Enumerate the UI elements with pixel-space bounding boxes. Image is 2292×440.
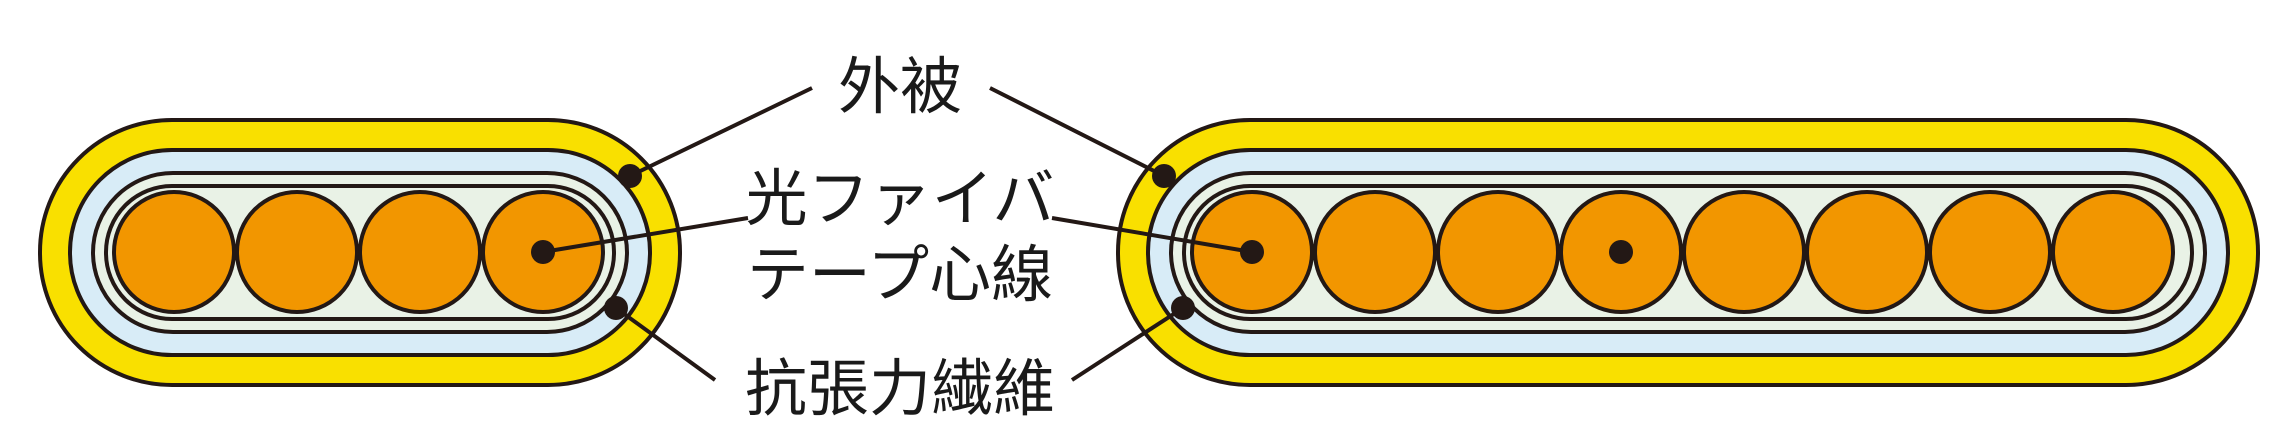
label-tensile-fiber: 抗張力繊維 bbox=[745, 352, 1055, 425]
fiber-core bbox=[1436, 190, 1560, 314]
fiber-core bbox=[2051, 190, 2175, 314]
ribbon-outline bbox=[104, 184, 616, 321]
fiber-core bbox=[1313, 190, 1437, 314]
callout-labels: 外被 光ファイバ テープ心線 抗張力繊維 bbox=[745, 50, 1055, 425]
leader-fiber-right bbox=[1051, 216, 1253, 254]
leader-fiber-left bbox=[542, 216, 749, 254]
anchor-dot-tensile-left bbox=[604, 296, 628, 320]
fiber-core bbox=[1928, 190, 2052, 314]
anchor-dot-fiber-right bbox=[1240, 240, 1264, 264]
anchor-dot-fiber-left bbox=[531, 240, 555, 264]
ribbon-outline bbox=[1182, 184, 2194, 321]
fiber-core bbox=[1682, 190, 1806, 314]
leader-tensile-right bbox=[1070, 306, 1185, 382]
cable-8-fiber bbox=[1116, 118, 2260, 387]
leader-sheath-left bbox=[629, 86, 813, 178]
cable-4-fiber bbox=[38, 118, 682, 387]
anchor-dot-sheath-left bbox=[618, 164, 642, 188]
fiber-row bbox=[112, 190, 605, 314]
leader-lines bbox=[542, 86, 1253, 382]
anchor-dot-sheath-right bbox=[1152, 164, 1176, 188]
label-sheath: 外被 bbox=[838, 50, 962, 123]
leader-tensile-left bbox=[614, 306, 717, 382]
anchor-dots bbox=[531, 164, 1264, 320]
fiber-row bbox=[1190, 190, 2175, 314]
leader-sheath-right bbox=[989, 86, 1165, 178]
fiber-core bbox=[112, 190, 236, 314]
label-fiber-ribbon-line2: テープ心線 bbox=[747, 238, 1053, 311]
fiber-core bbox=[358, 190, 482, 314]
label-fiber-ribbon-line1: 光ファイバ bbox=[746, 162, 1055, 235]
fiber-core bbox=[1805, 190, 1929, 314]
anchor-dot-tensile-right bbox=[1171, 296, 1195, 320]
center-marker-dot bbox=[1609, 240, 1633, 264]
fiber-core bbox=[235, 190, 359, 314]
